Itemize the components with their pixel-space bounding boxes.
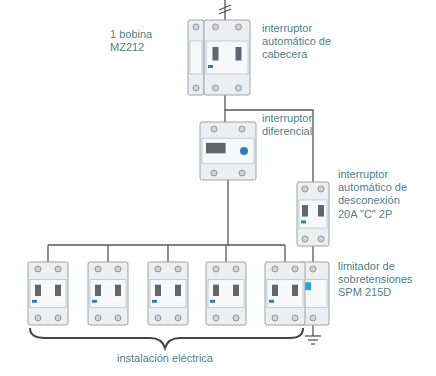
device-part [269,300,274,303]
differential-label: interruptor diferencial [262,112,342,138]
device-part [272,285,278,296]
device-part [175,315,181,321]
device-part [310,315,316,321]
device-part [318,186,324,192]
device-part [190,41,202,74]
device-part [272,266,278,272]
ground-symbol [305,336,321,344]
circuit-breaker [148,262,188,325]
brace [30,328,303,348]
device-part [213,47,219,61]
device-part [318,236,324,242]
device-part [236,85,242,91]
device-part [292,315,298,321]
device-part [206,143,226,153]
device-part [265,262,305,325]
main-breaker-label: interruptor automático de cabecera [262,22,357,62]
device-part [239,170,245,176]
device-part [211,170,217,176]
device-part [95,285,101,296]
device-part [115,266,121,272]
device-part [233,315,239,321]
device-part [155,315,161,321]
device-part [200,122,256,180]
disconnection-breaker [297,182,329,246]
device-part [28,262,68,325]
device-part [301,220,306,223]
device-part [55,266,61,272]
coil-module [188,20,204,95]
device-part [193,24,199,30]
main-breaker [204,20,250,95]
device-part [310,266,316,272]
coil-label: 1 bobina MZ212 [110,28,180,54]
device-part [318,205,324,217]
differential-switch [200,122,256,180]
device-part [213,285,219,296]
circuit-breaker [206,262,246,325]
installation-label: instalación eléctrica [75,352,255,365]
device-part [152,300,157,303]
device-part [233,266,239,272]
device-part [299,200,327,228]
circuit-breaker [28,262,68,325]
circuit-breaker [88,262,128,325]
device-part [35,315,41,321]
device-part [233,285,239,296]
device-part [213,315,219,321]
device-part [236,24,242,30]
device-part [35,285,41,296]
device-part [297,182,329,246]
device-part [30,280,66,308]
device-part [90,280,126,308]
device-part [115,285,121,296]
device-part [88,262,128,325]
device-part [95,315,101,321]
device-part [208,65,213,68]
device-part [188,20,204,95]
limiter-label: limitador de sobretensiones SPM 215D [338,260,430,300]
device-part [115,315,121,321]
device-part [302,205,308,217]
circuit-breaker [265,262,305,325]
device-part [206,262,246,325]
device-part [240,147,248,155]
device-part [35,266,41,272]
device-part [210,300,215,303]
device-part [239,126,245,132]
disconnection-label: interruptor automático de desconexión 20… [338,168,418,221]
device-part [208,280,244,308]
device-part [302,236,308,242]
device-part [236,47,242,61]
device-part [204,20,250,95]
device-part [292,285,298,296]
device-part [55,285,61,296]
device-part [32,300,37,303]
device-part [213,85,219,91]
device-part [92,300,97,303]
device-part [175,285,181,296]
device-part [175,266,181,272]
device-part [213,24,219,30]
device-part [55,315,61,321]
device-part [155,285,161,296]
device-part [193,85,199,91]
device-part [150,280,186,308]
device-part [267,280,303,308]
device-part [206,41,248,74]
device-part [95,266,101,272]
device-part [213,266,219,272]
device-part [272,315,278,321]
device-part [155,266,161,272]
device-part [148,262,188,325]
device-part [292,266,298,272]
device-part [211,126,217,132]
device-part [202,138,254,164]
device-part [302,186,308,192]
